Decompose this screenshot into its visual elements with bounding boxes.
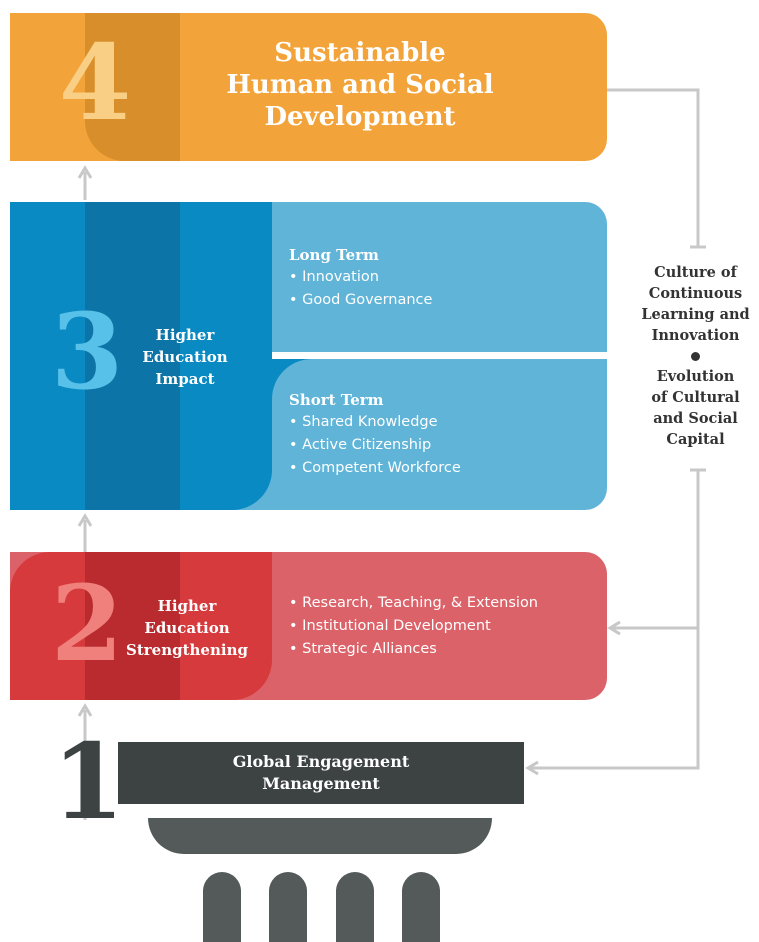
long-term-item: Good Governance — [289, 289, 432, 312]
tier2-item: Research, Teaching, & Extension — [289, 592, 538, 615]
tier2-item: Strategic Alliances — [289, 638, 538, 661]
tier3-label: Higher Education Impact — [142, 326, 228, 388]
pillar — [336, 872, 374, 942]
tier3-number: 3 — [50, 290, 124, 413]
tier4-title: Sustainable Human and Social Development — [226, 38, 494, 132]
tier3-long-term: Long Term Innovation Good Governance — [289, 244, 432, 312]
tier4-number: 4 — [58, 21, 132, 144]
tier4-box: 4 Sustainable Human and Social Developme… — [10, 13, 607, 161]
tier1-number: 1 — [52, 720, 125, 843]
bullet-dot — [691, 352, 700, 361]
pillar — [269, 872, 307, 942]
tier2-label: Higher Education Strengthening — [126, 597, 248, 659]
tier4-number-panel — [85, 13, 180, 161]
tier3-divider — [272, 352, 607, 359]
tier2-number-panel — [85, 552, 180, 700]
short-term-item: Competent Workforce — [289, 457, 461, 480]
tier3-number-panel — [85, 202, 180, 510]
tier2-box: 2 Higher Education Strengthening Researc… — [10, 552, 607, 700]
pedestal-base — [148, 818, 492, 854]
pillar — [402, 872, 440, 942]
short-term-item: Active Citizenship — [289, 434, 461, 457]
short-term-item: Shared Knowledge — [289, 411, 461, 434]
tier2-items: Research, Teaching, & Extension Institut… — [289, 592, 538, 661]
tier3-box: 3 Higher Education Impact Long Term Inno… — [10, 202, 607, 510]
side-caption: Culture of Continuous Learning and Innov… — [641, 264, 750, 448]
pillar — [203, 872, 241, 942]
tier2-item: Institutional Development — [289, 615, 538, 638]
tier1-box: Global Engagement Management — [118, 742, 524, 804]
tier3-short-term: Short Term Shared Knowledge Active Citiz… — [289, 389, 461, 480]
long-term-heading: Long Term — [289, 246, 379, 264]
tier2-number: 2 — [50, 562, 124, 685]
short-term-heading: Short Term — [289, 391, 384, 409]
long-term-item: Innovation — [289, 266, 432, 289]
